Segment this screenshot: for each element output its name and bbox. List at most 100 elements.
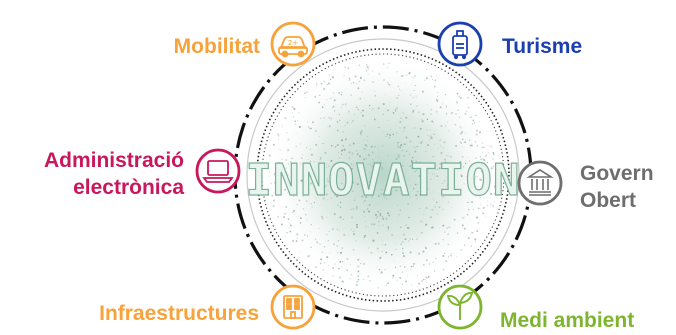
speckle <box>298 112 300 114</box>
speckle <box>379 258 381 260</box>
speckle <box>387 178 389 180</box>
speckle <box>447 130 450 132</box>
speckle <box>409 251 412 254</box>
government-building-icon <box>526 169 554 196</box>
speckle <box>399 127 401 129</box>
speckle <box>493 201 495 203</box>
speckle <box>324 262 326 264</box>
speckle <box>357 108 360 111</box>
speckle <box>463 227 466 230</box>
speckle <box>432 173 434 175</box>
speckle <box>490 198 491 199</box>
speckle <box>324 151 327 154</box>
speckle <box>377 107 380 110</box>
speckle <box>310 231 312 233</box>
speckle <box>327 264 330 267</box>
speckle <box>329 252 331 254</box>
speckle <box>430 149 432 151</box>
speckle <box>421 178 424 181</box>
speckle <box>272 199 275 202</box>
speckle <box>337 192 340 195</box>
speckle <box>332 275 334 277</box>
speckle <box>421 280 423 282</box>
speckle <box>459 161 462 164</box>
speckle <box>400 243 402 245</box>
speckle <box>355 83 358 85</box>
speckle <box>393 260 395 261</box>
speckle <box>330 196 332 198</box>
speckle <box>336 228 339 231</box>
speckle <box>382 103 385 106</box>
speckle <box>442 209 444 211</box>
speckle <box>445 260 448 263</box>
speckle <box>493 192 496 195</box>
speckle <box>402 233 405 236</box>
speckle <box>440 125 443 128</box>
speckle <box>380 193 383 195</box>
speckle <box>426 259 428 261</box>
node-egov[interactable] <box>195 148 241 194</box>
speckle <box>385 284 387 286</box>
speckle <box>419 127 422 130</box>
speckle <box>415 95 417 97</box>
speckle <box>443 158 446 161</box>
speckle <box>461 217 463 219</box>
speckle <box>356 226 359 229</box>
speckle <box>412 262 415 265</box>
node-env[interactable] <box>437 284 483 330</box>
speckle <box>325 192 327 194</box>
speckle <box>328 74 331 76</box>
speckle <box>427 104 429 105</box>
speckle <box>494 183 496 184</box>
speckle <box>276 188 278 190</box>
speckle <box>409 103 412 106</box>
speckle <box>478 207 480 210</box>
speckle <box>376 216 379 219</box>
mobility-label: Mobilitat <box>173 35 260 58</box>
speckle <box>417 237 418 239</box>
speckle <box>318 101 321 104</box>
speckle <box>414 170 417 173</box>
node-tourism[interactable] <box>437 21 483 67</box>
speckle <box>364 220 366 222</box>
node-infra[interactable] <box>270 284 316 330</box>
speckle <box>384 94 386 96</box>
speckle <box>402 284 403 286</box>
luggage-icon <box>452 30 468 60</box>
speckle <box>492 165 495 168</box>
speckle <box>309 127 311 130</box>
speckle <box>409 196 411 198</box>
speckle <box>472 119 475 122</box>
speckle <box>472 209 474 211</box>
speckle <box>388 62 390 65</box>
speckle <box>397 141 399 144</box>
plant-sprout-icon <box>446 291 474 320</box>
speckle <box>455 113 457 116</box>
speckle <box>430 113 432 116</box>
speckle <box>490 145 493 148</box>
speckle <box>481 146 484 149</box>
node-gov[interactable] <box>517 160 563 206</box>
speckle <box>276 168 279 171</box>
speckle <box>315 82 318 85</box>
speckle <box>341 280 344 283</box>
speckle <box>468 139 471 142</box>
speckle <box>359 263 362 265</box>
speckle <box>411 110 414 113</box>
speckle <box>385 217 387 219</box>
speckle <box>283 212 287 215</box>
speckle <box>287 218 290 220</box>
speckle <box>432 191 434 193</box>
speckle <box>414 183 417 186</box>
node-mobility[interactable]: 2+ <box>270 21 316 67</box>
speckle <box>333 213 336 216</box>
speckle <box>338 91 341 94</box>
speckle <box>474 238 477 241</box>
speckle <box>350 163 353 165</box>
speckle <box>330 159 333 162</box>
speckle <box>425 207 428 209</box>
speckle <box>433 130 435 132</box>
speckle <box>334 194 336 197</box>
node-label-mobility: Mobilitat <box>135 33 260 60</box>
speckle <box>323 117 325 119</box>
